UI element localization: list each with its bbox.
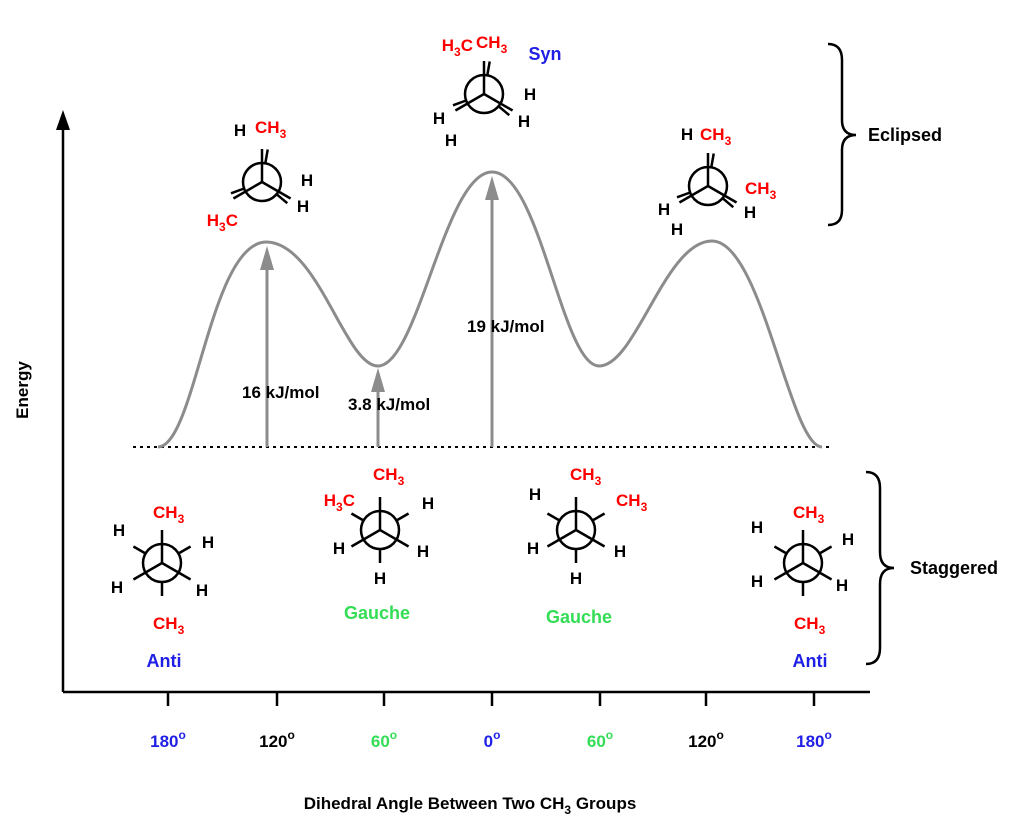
tick-label: 0o — [484, 728, 501, 751]
anti-label-right: Anti — [793, 651, 828, 671]
hydrogen-label: H — [297, 197, 309, 216]
methyl-label: CH3 — [373, 465, 405, 488]
gauche-label-right: Gauche — [546, 607, 612, 627]
tick-label: 120o — [259, 728, 295, 751]
hydrogen-label: H — [529, 485, 541, 504]
hydrogen-label: H — [751, 518, 763, 537]
methyl-label: CH3 — [793, 503, 825, 526]
hydrogen-label: H — [671, 220, 683, 239]
tick-label: 60o — [371, 728, 397, 751]
staggered-label: Staggered — [910, 558, 998, 578]
methyl-label: CH3 — [570, 465, 602, 488]
hydrogen-label: H — [681, 125, 693, 144]
hydrogen-label: H — [196, 581, 208, 600]
tick-marks — [166, 692, 816, 706]
hydrogen-label: H — [658, 200, 670, 219]
hydrogen-label: H — [524, 85, 536, 104]
arrow-3-8-head — [371, 368, 385, 392]
hydrogen-label: H — [422, 494, 434, 513]
methyl-label: CH3 — [153, 614, 185, 637]
tick-label: 120o — [688, 728, 724, 751]
eclipsed-brace — [827, 42, 857, 227]
eclipsed-label: Eclipsed — [868, 125, 942, 145]
methyl-label: H3C — [442, 36, 473, 59]
hydrogen-label: H — [111, 578, 123, 597]
hydrogen-label: H — [333, 539, 345, 558]
methyl-label: CH3 — [745, 179, 777, 202]
tick-labels: 180o 120o 60o 0o 60o 120o 180o — [150, 728, 832, 751]
hydrogen-label: H — [202, 533, 214, 552]
gauche-label-left: Gauche — [344, 603, 410, 623]
hydrogen-label: H — [234, 121, 246, 140]
methyl-label: CH3 — [616, 491, 648, 514]
hydrogen-label: H — [751, 572, 763, 591]
hydrogen-label: H — [433, 109, 445, 128]
hydrogen-label: H — [301, 171, 313, 190]
tick-label: 180o — [150, 728, 186, 751]
hydrogen-label: H — [842, 530, 854, 549]
arrow-16-head — [260, 246, 274, 270]
methyl-label: H3C — [207, 211, 238, 234]
hydrogen-label: H — [570, 569, 582, 588]
methyl-label: CH3 — [153, 503, 185, 526]
energy-curve — [157, 170, 823, 449]
hydrogen-label: H — [113, 521, 125, 540]
hydrogen-label: H — [527, 539, 539, 558]
energy-arrows — [260, 176, 499, 447]
hydrogen-label: H — [374, 569, 386, 588]
methyl-label: CH3 — [476, 33, 508, 56]
syn-label: Syn — [528, 44, 561, 64]
anti-label-left: Anti — [147, 651, 182, 671]
methyl-label: CH3 — [255, 118, 287, 141]
energy-label-3-8: 3.8 kJ/mol — [348, 395, 430, 414]
methyl-label: CH3 — [700, 125, 732, 148]
arrow-19-head — [485, 176, 499, 200]
hydrogen-label: H — [445, 131, 457, 150]
staggered-brace — [865, 470, 895, 666]
y-axis-arrow — [56, 110, 70, 130]
hydrogen-label: H — [744, 203, 756, 222]
hydrogen-label: H — [518, 112, 530, 131]
tick-label: 60o — [587, 728, 613, 751]
energy-label-19: 19 kJ/mol — [467, 317, 545, 336]
hydrogen-label: H — [836, 576, 848, 595]
x-axis-label: Dihedral Angle Between Two CH3 Groups — [304, 794, 637, 817]
hydrogen-label: H — [417, 542, 429, 561]
tick-label: 180o — [796, 728, 832, 751]
methyl-label: H3C — [324, 491, 355, 514]
hydrogen-label: H — [614, 542, 626, 561]
energy-label-16: 16 kJ/mol — [242, 383, 320, 402]
methyl-label: CH3 — [794, 614, 826, 637]
y-axis-label: Energy — [13, 361, 32, 419]
